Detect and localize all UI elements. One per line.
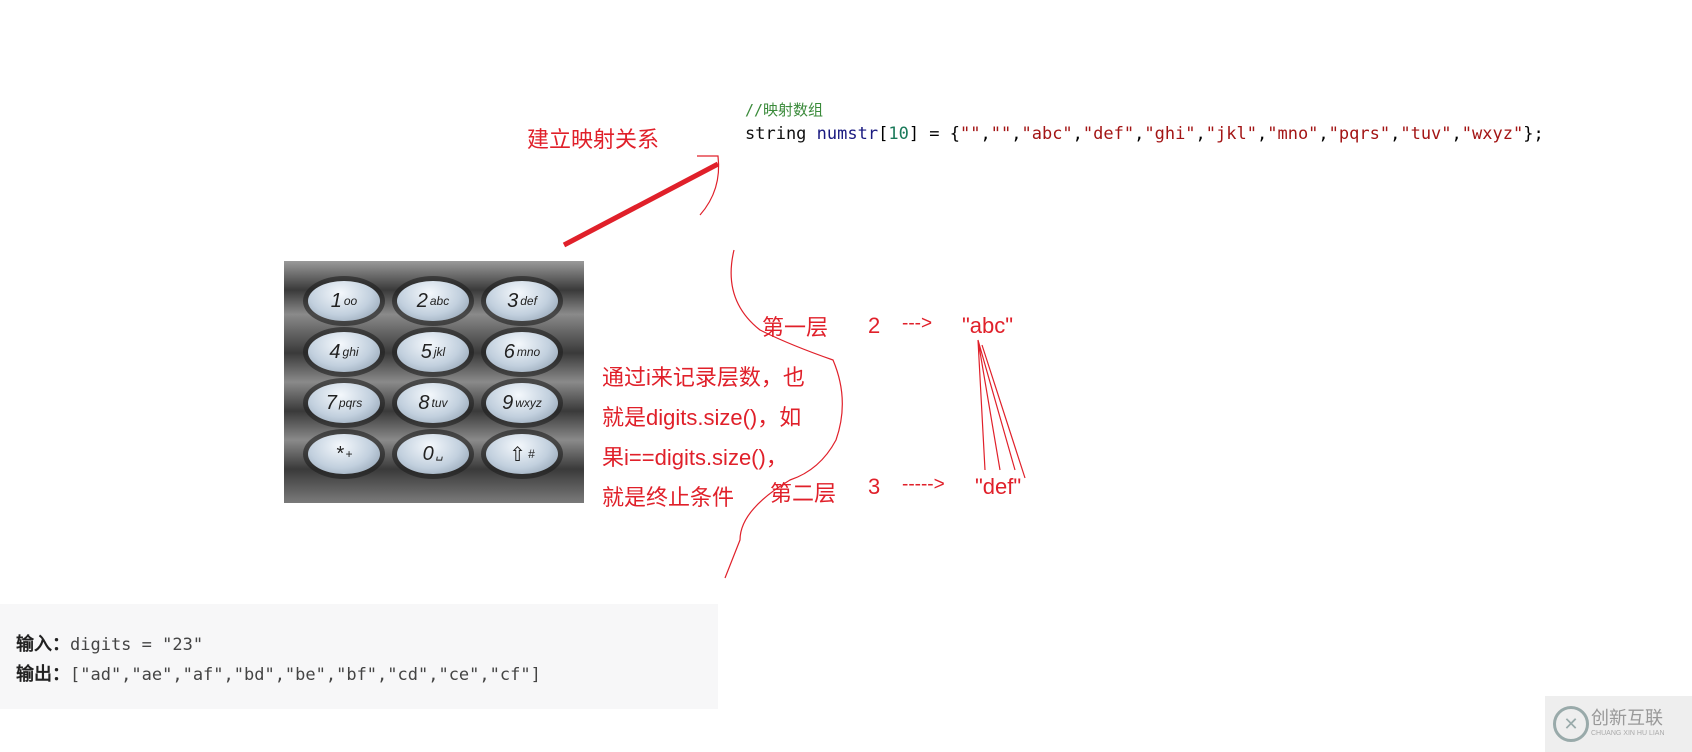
mapping-label: 建立映射关系 — [527, 127, 660, 152]
key-letters: jkl — [433, 345, 446, 359]
key-digit: 4 — [329, 340, 341, 363]
key-letters: abc — [429, 294, 450, 308]
explanation-text: 通过i来记录层数，也 就是digits.size()，如 果i==digits.… — [602, 358, 805, 518]
code-string-value: "def" — [1082, 124, 1135, 144]
key-digit: 1 — [330, 289, 342, 312]
code-string-value: "abc" — [1021, 124, 1073, 144]
explanation-line: 通过i来记录层数，也 — [602, 365, 805, 390]
divider-curve — [724, 249, 843, 579]
key-digit: ⇧ — [509, 443, 527, 466]
key-digit: 6 — [503, 340, 515, 363]
code-values: "","","abc","def","ghi","jkl","mno","pqr… — [960, 124, 1524, 144]
layer2-digit: 3 — [868, 474, 881, 499]
key-digit: 2 — [416, 289, 428, 312]
explanation-line: 就是digits.size()，如 — [602, 405, 802, 430]
code-string-value: "" — [990, 124, 1012, 144]
layer2-arrow: -----> — [902, 474, 945, 495]
key-digit: 5 — [420, 340, 432, 363]
code-line: string numstr[10] = {"","","abc","def","… — [745, 124, 1544, 144]
key-letters: # — [528, 447, 535, 461]
layer1-label: 第一层 — [762, 315, 829, 340]
key-digit: 0 — [422, 442, 434, 465]
bracket-stroke — [697, 155, 720, 216]
code-comment: //映射数组 — [745, 101, 824, 119]
code-string-value: "mno" — [1267, 124, 1319, 144]
input-label: 输入： — [16, 634, 70, 654]
layer1-digit: 2 — [868, 313, 881, 338]
code-size: 10 — [888, 124, 909, 144]
key-digit: * — [335, 442, 344, 465]
code-string-value: "" — [960, 124, 981, 144]
input-value: digits = "23" — [70, 635, 204, 655]
example-input: 输入：digits = "23" — [16, 630, 203, 656]
watermark-logo: ✕ 创新互联 CHUANG XIN HU LIAN — [1545, 696, 1692, 752]
key-digit: 3 — [507, 289, 519, 312]
layer1-arrow: ---> — [902, 313, 933, 334]
code-type: string — [745, 124, 807, 144]
output-label: 输出： — [16, 664, 70, 684]
key-digit: 8 — [418, 391, 430, 414]
key-letters: wxyz — [515, 396, 542, 410]
code-string-value: "ghi" — [1144, 124, 1196, 144]
key-letters: def — [520, 294, 537, 308]
keypad-key-*: *+ — [308, 434, 380, 474]
mapping-lines — [977, 339, 1026, 479]
key-digit: 9 — [502, 391, 514, 414]
pointer-arrow-line — [562, 161, 720, 248]
code-string-value: "tuv" — [1400, 124, 1452, 144]
watermark-icon: ✕ — [1553, 706, 1589, 742]
key-letters: mno — [516, 345, 541, 359]
example-box: 输入：digits = "23" 输出：["ad","ae","af","bd"… — [0, 604, 718, 709]
output-value: ["ad","ae","af","bd","be","bf","cd","ce"… — [70, 665, 541, 685]
layer1-letters: "abc" — [962, 313, 1014, 338]
explanation-line: 就是终止条件 — [602, 485, 735, 510]
key-letters: oo — [343, 294, 358, 308]
code-identifier: numstr — [816, 124, 879, 144]
key-letters: tuv — [431, 396, 448, 410]
layer2-label: 第二层 — [770, 481, 837, 506]
key-digit: 7 — [325, 391, 337, 414]
keypad-key-0: 0␣ — [397, 434, 469, 474]
watermark-subtext: CHUANG XIN HU LIAN — [1591, 730, 1665, 737]
explanation-line: 果i==digits.size()， — [602, 445, 788, 470]
key-letters: ghi — [342, 345, 359, 359]
code-string-value: "wxyz" — [1461, 124, 1524, 144]
keypad-key-⇧: ⇧# — [486, 434, 558, 474]
watermark-text: 创新互联 — [1591, 708, 1663, 728]
key-letters: ␣ — [435, 447, 444, 461]
example-output: 输出：["ad","ae","af","bd","be","bf","cd","… — [16, 660, 541, 686]
code-string-value: "jkl" — [1205, 124, 1257, 144]
key-letters: pqrs — [338, 396, 363, 410]
key-letters: + — [345, 447, 353, 461]
layer2-letters: "def" — [975, 474, 1022, 499]
code-string-value: "pqrs" — [1328, 124, 1391, 144]
